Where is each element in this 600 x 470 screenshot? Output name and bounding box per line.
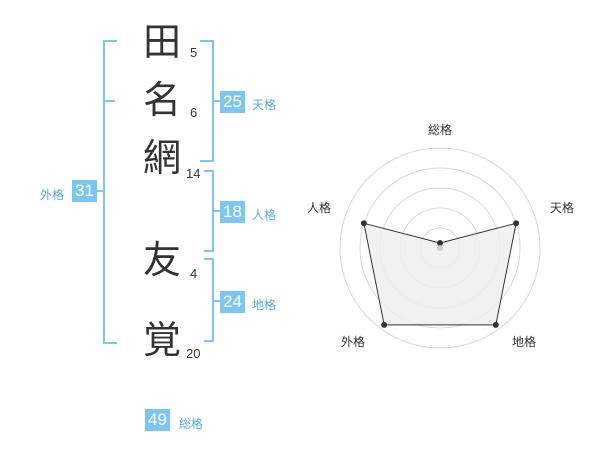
radar-label-tenkaku: 天格 <box>550 200 574 215</box>
gaikaku-bracket <box>103 40 117 344</box>
radar-label-soukaku: 総格 <box>428 122 452 137</box>
chikaku-bracket <box>204 258 214 342</box>
fortune-radar-chart: 総格 天格 地格 外格 人格 <box>307 122 574 349</box>
chikaku-label: 地格 <box>252 298 277 312</box>
radar-label-chikaku: 地格 <box>512 334 536 349</box>
radar-point <box>381 321 388 328</box>
soukaku-label: 総格 <box>179 417 204 431</box>
radar-point <box>513 220 520 227</box>
name-char-3: 網 <box>142 136 181 180</box>
radar-label-gaikaku: 外格 <box>341 334 365 349</box>
stroke-count-3: 14 <box>186 166 201 181</box>
stroke-count-4: 4 <box>190 266 198 281</box>
stroke-count-1: 5 <box>190 45 198 60</box>
radar-label-jinkaku: 人格 <box>307 200 331 215</box>
name-char-5: 覚 <box>142 318 181 362</box>
jinkaku-bracket <box>204 170 214 252</box>
radar-point <box>437 240 443 246</box>
gaikaku-bracket-mid <box>103 100 115 102</box>
soukaku-badge: 49 <box>145 409 170 431</box>
radar-points <box>360 220 520 328</box>
jinkaku-badge: 18 <box>220 201 245 223</box>
radar-center-dot <box>437 245 443 251</box>
stroke-count-5: 20 <box>186 346 201 361</box>
tenkaku-bracket-tick <box>214 100 220 102</box>
tenkaku-label: 天格 <box>252 98 277 112</box>
jinkaku-bracket-tick <box>214 210 220 212</box>
name-char-1: 田 <box>142 20 181 64</box>
chikaku-badge: 24 <box>220 291 245 313</box>
name-char-4: 友 <box>142 238 181 282</box>
radar-ring <box>339 147 541 349</box>
gaikaku-badge: 31 <box>72 180 97 202</box>
radar-point <box>492 321 499 328</box>
gaikaku-bracket-tick <box>97 190 103 192</box>
jinkaku-label: 人格 <box>252 208 277 222</box>
tenkaku-bracket <box>200 40 214 162</box>
tenkaku-badge: 25 <box>220 91 245 113</box>
stroke-count-2: 6 <box>190 105 198 120</box>
gaikaku-label: 外格 <box>40 188 65 202</box>
radar-ring <box>359 167 521 329</box>
chikaku-bracket-tick <box>214 300 220 302</box>
radar-point <box>360 220 367 227</box>
name-char-2: 名 <box>142 78 181 122</box>
radar-polygon <box>363 222 517 326</box>
